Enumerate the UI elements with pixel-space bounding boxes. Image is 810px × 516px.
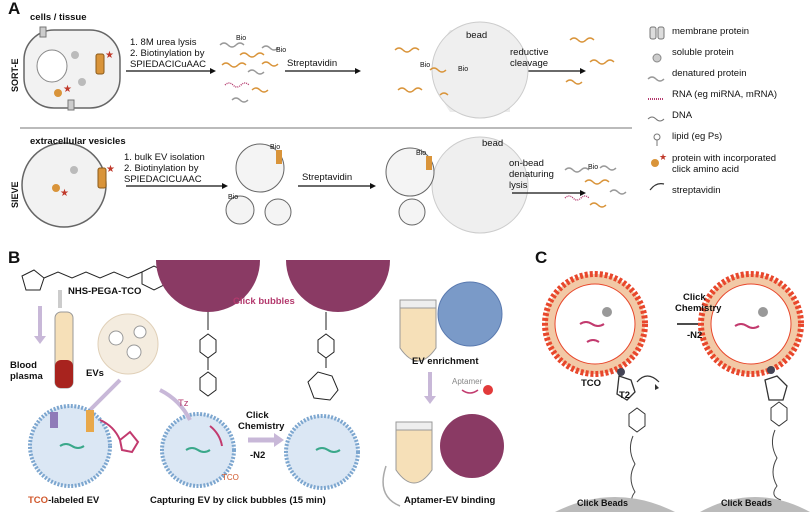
sort-e-bead-label: bead	[466, 30, 488, 41]
ev-illustration: ★ ★	[21, 142, 115, 228]
panel-letter-c: C	[535, 248, 548, 267]
svg-text:★: ★	[60, 188, 69, 199]
evs-label: EVs	[86, 368, 104, 379]
click-chem-line2: Chemistry	[238, 421, 285, 432]
svg-text:★: ★	[63, 84, 72, 95]
sort-e-step1-line2: 2. Biotinylation by	[130, 48, 205, 59]
svg-text:★: ★	[105, 50, 114, 61]
legend-icons: ★	[647, 26, 667, 191]
legend-membrane-protein: membrane protein	[672, 26, 750, 37]
sieve-step1-line3: SPIEDACICUAAC	[124, 174, 202, 185]
legend-denatured-protein: denatured protein	[672, 68, 747, 79]
sieve-step1-line2: 2. Biotinylation by	[124, 163, 199, 174]
bio-tag: Bio	[270, 144, 281, 151]
sort-e-step3-line1: reductive	[510, 47, 549, 58]
sort-e-step1-line3: SPIEDACICuAAC	[130, 59, 207, 70]
legend-lipid: lipid (eg Ps)	[672, 131, 723, 142]
blood-plasma-line2: plasma	[10, 371, 43, 382]
legend-streptavidin: streptavidin	[672, 185, 721, 196]
aptamer-label: Aptamer	[452, 377, 483, 386]
legend-click-protein-line1: protein with incorporated	[672, 153, 777, 164]
svg-text:★: ★	[659, 152, 667, 162]
c-click-beads-1: Click Beads	[577, 498, 629, 508]
legend-rna: RNA (eg miRNA, mRNA)	[672, 89, 778, 100]
legend-dna: DNA	[672, 110, 693, 121]
click-bubbles-label: Click bubbles	[233, 296, 295, 307]
tz-label: Tz	[178, 398, 189, 409]
sieve-step2: Streptavidin	[302, 172, 353, 183]
nhs-peg-tco-label: NHS-PEGA-TCO	[68, 286, 142, 297]
cells-tissue-title: cells / tissue	[30, 12, 87, 23]
panel-c: C Click Chemistry -N2 TCO T2 Click Beads	[525, 248, 810, 516]
caption-tco-word: TCO	[28, 495, 49, 506]
sort-e-step3-line2: cleavage	[510, 58, 549, 69]
panel-b-graphics	[21, 260, 504, 507]
caption-aptamer-binding: Aptamer-EV binding	[404, 495, 496, 506]
panel-letter-a: A	[8, 0, 21, 18]
c-t2-label: T2	[619, 390, 631, 401]
c-click-line1: Click	[683, 292, 706, 303]
caption-tco-labeled-ev: TCO-labeled EV	[28, 495, 99, 506]
sort-e-step1-line1: 1. 8M urea lysis	[130, 37, 197, 48]
blood-plasma-line1: Blood	[10, 360, 37, 371]
bio-tag: Bio	[458, 66, 469, 73]
c-tco-label: TCO	[581, 378, 602, 389]
c-click-beads-2: Click Beads	[721, 498, 773, 508]
bio-tag: Bio	[588, 164, 599, 171]
sort-e-step2: Streptavidin	[287, 58, 338, 69]
bio-tag: Bio	[276, 47, 287, 54]
click-chem-line1: Click	[246, 410, 269, 421]
sieve-step1-line1: 1. bulk EV isolation	[124, 152, 205, 163]
tco-labeled-ev	[28, 404, 140, 488]
ev-title: extracellular vesicles	[30, 136, 126, 147]
n2-label: -N2	[250, 450, 266, 461]
legend-soluble-protein: soluble protein	[672, 47, 734, 58]
click-product	[307, 312, 339, 401]
bio-tag: Bio	[416, 150, 427, 157]
sieve-step3-line3: lysis	[509, 180, 528, 191]
bio-tag: Bio	[420, 62, 431, 69]
bio-tag: Bio	[228, 194, 239, 201]
panel-b: B	[0, 248, 520, 516]
panel-a: A SORT-E cells / tissue ★ ★	[0, 0, 810, 240]
sieve-step3-line2: denaturing	[509, 169, 554, 180]
panel-a-graphics: ★ ★	[20, 21, 667, 234]
lysate-mix	[564, 165, 627, 208]
sieve-step3-line1: on-bead	[509, 158, 544, 169]
panel-letter-b: B	[8, 248, 21, 267]
svg-text:★: ★	[106, 164, 115, 175]
c-n2: -N2	[687, 330, 703, 341]
tco-small-label: TCO	[222, 473, 239, 482]
legend-click-protein-line2: click amino acid	[672, 164, 740, 175]
tz-linker	[199, 312, 217, 397]
cell-illustration: ★ ★	[23, 26, 121, 111]
denatured-mix-1	[219, 42, 279, 103]
panel-c-graphics	[542, 271, 810, 512]
caption-tco-rest: -labeled EV	[48, 495, 100, 506]
bio-tag: Bio	[236, 35, 247, 42]
c-click-line2: Chemistry	[675, 303, 722, 314]
ev-enrichment-label: EV enrichment	[412, 356, 479, 367]
sieve-bead-label: bead	[482, 138, 504, 149]
sieve-side-label: SIEVE	[10, 181, 20, 208]
caption-capturing: Capturing EV by click bubbles (15 min)	[150, 495, 326, 506]
